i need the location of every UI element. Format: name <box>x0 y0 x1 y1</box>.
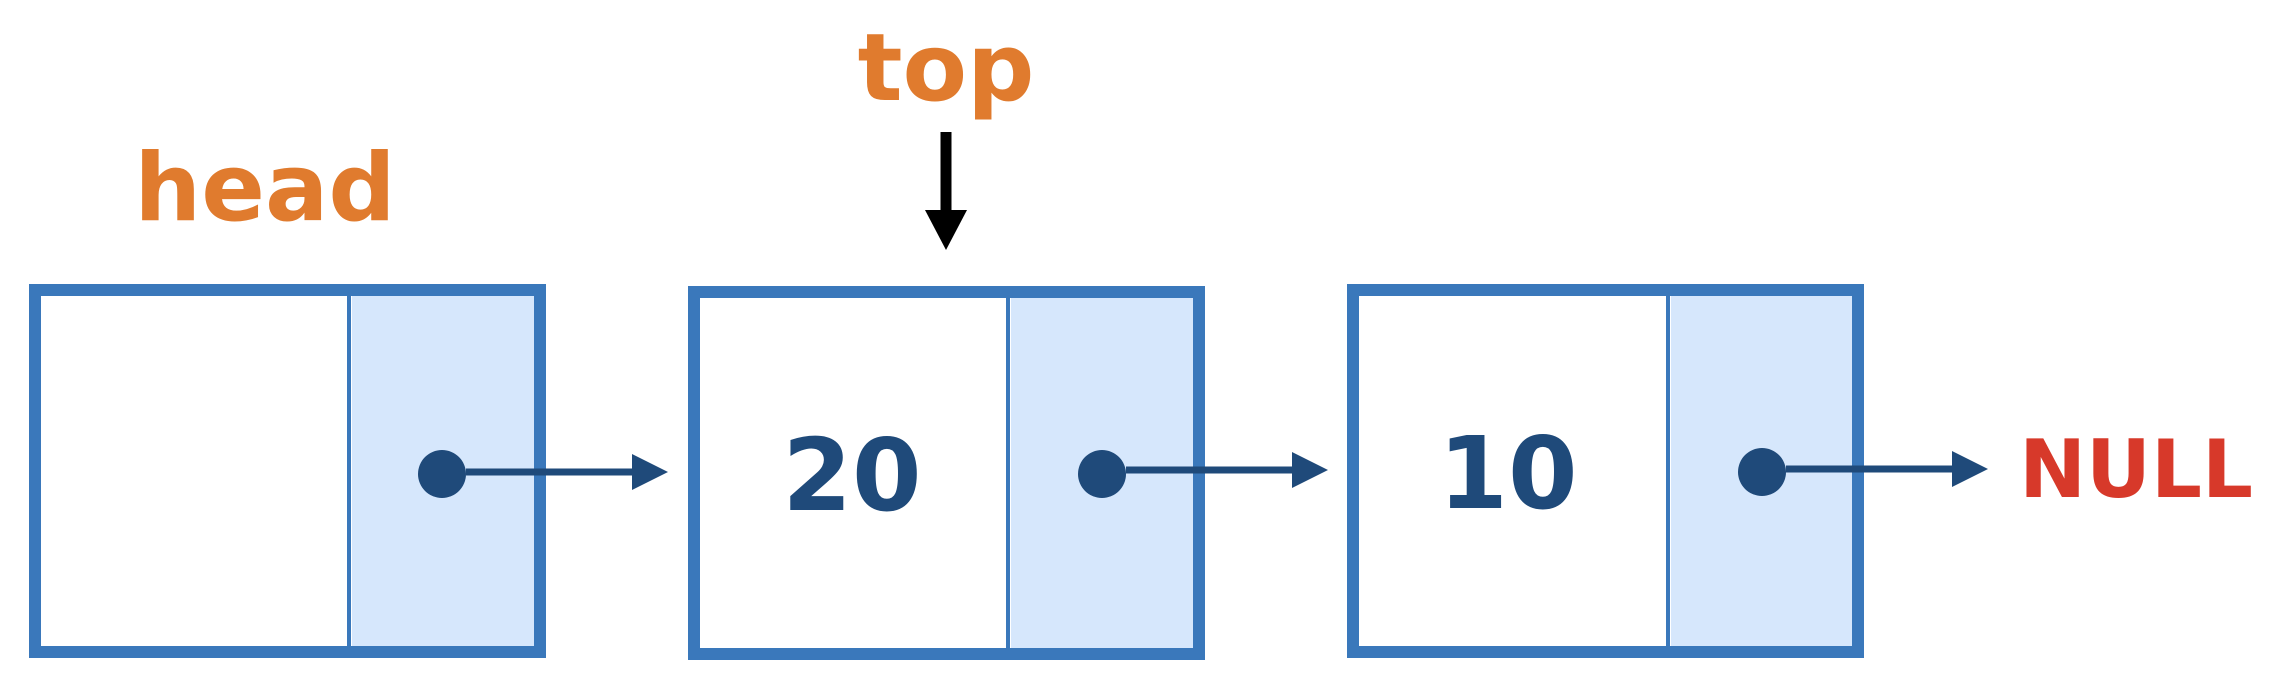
top-pointer-arrow <box>925 132 967 250</box>
null-label: NULL <box>2019 423 2253 516</box>
node-3-value: 10 <box>1438 415 1577 532</box>
list-node-2: 20 <box>688 286 1328 660</box>
node-2-next-arrow <box>1126 452 1328 488</box>
list-node-3: 10 <box>1347 284 1988 658</box>
node-1-next-arrow <box>466 454 668 490</box>
top-label: top <box>858 14 1035 123</box>
list-node-1 <box>29 284 668 658</box>
node-1-pointer-dot <box>418 450 466 498</box>
node-3-next-arrow <box>1786 451 1988 487</box>
node-2-value: 20 <box>782 417 921 534</box>
head-label: head <box>134 134 395 243</box>
node-3-pointer-dot <box>1738 448 1786 496</box>
node-2-pointer-dot <box>1078 450 1126 498</box>
